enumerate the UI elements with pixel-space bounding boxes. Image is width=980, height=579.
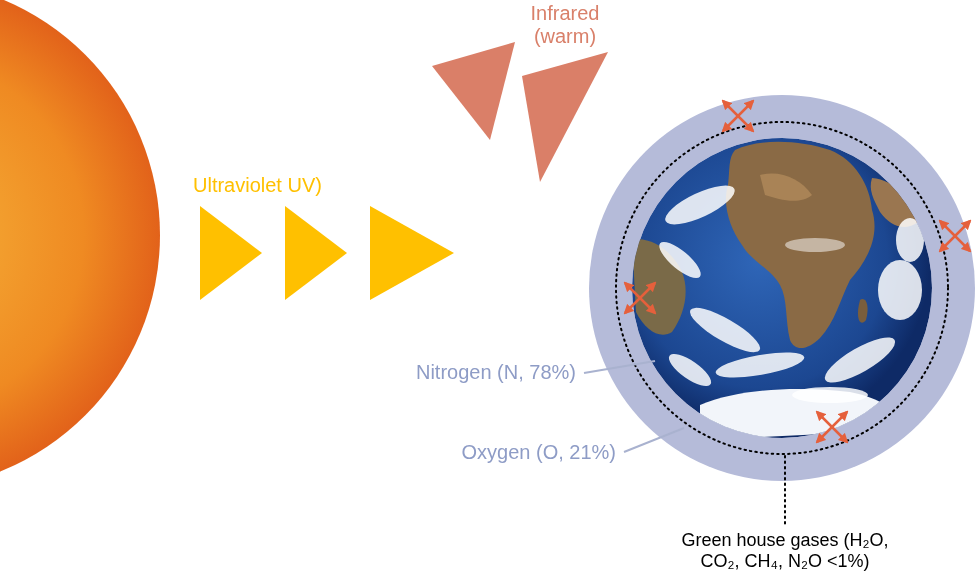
- dotted-boundary: [616, 122, 948, 454]
- heat-arrows: [940, 221, 970, 251]
- uv-arrow: [285, 206, 347, 300]
- nitrogen-label: Nitrogen (N, 78%): [416, 361, 576, 384]
- uv-arrow: [200, 206, 262, 300]
- leader-line: [624, 428, 684, 452]
- atmosphere: [589, 95, 975, 481]
- leader-line: [784, 456, 786, 525]
- earth: [632, 138, 932, 440]
- greenhouse-label: Green house gases (H₂O, CO₂, CH₄, N₂O <1…: [665, 530, 905, 571]
- infrared-arrow: [522, 52, 608, 182]
- uv-arrow: [370, 206, 454, 300]
- uv-label: Ultraviolet UV): [193, 174, 322, 197]
- infrared-label: Infrared (warm): [505, 2, 625, 48]
- heat-arrows: [723, 101, 753, 131]
- heat-arrows: [625, 283, 655, 313]
- heat-arrows: [817, 412, 847, 442]
- infrared-arrow: [432, 42, 515, 140]
- sun: [0, 0, 160, 490]
- leader-line: [584, 361, 655, 373]
- oxygen-label: Oxygen (O, 21%): [461, 441, 616, 464]
